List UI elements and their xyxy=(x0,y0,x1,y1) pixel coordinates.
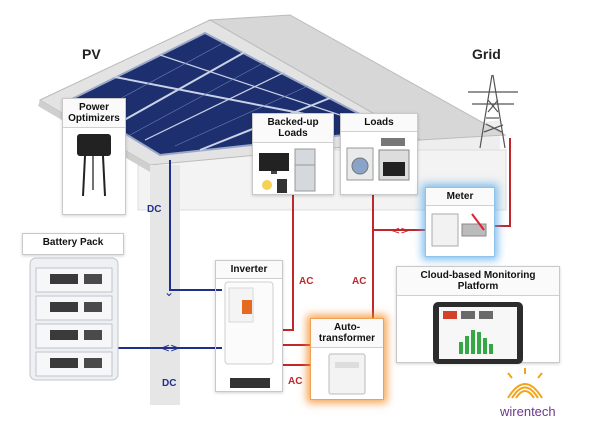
cloud-platform-title: Cloud-based Monitoring Platform xyxy=(397,267,559,296)
battery-pack-title: Battery Pack xyxy=(23,234,123,251)
backed-up-loads-icons xyxy=(259,148,316,193)
svg-text:^: ^ xyxy=(367,189,377,203)
loads-box: Loads xyxy=(340,113,418,195)
stove-icon xyxy=(378,149,410,181)
washer-icon xyxy=(346,147,374,181)
ac-backed-label: AC xyxy=(299,276,314,287)
dc-pv-label: DC xyxy=(147,204,162,215)
svg-text:^: ^ xyxy=(287,189,297,203)
autotransformer-title: Auto-transformer xyxy=(311,319,383,348)
meter-icon xyxy=(431,213,487,247)
svg-text:<>: <> xyxy=(391,224,409,237)
ac-loads-label: AC xyxy=(352,276,367,287)
bulb-icon xyxy=(262,180,272,190)
inverter-box: Inverter xyxy=(215,260,283,392)
tablet-icon xyxy=(433,302,523,364)
transmission-tower-icon xyxy=(468,74,518,149)
meter-box: Meter xyxy=(425,187,495,257)
ac-backed-line xyxy=(282,195,294,331)
inverter-title: Inverter xyxy=(216,261,282,279)
autotransformer-box: Auto-transformer xyxy=(310,318,384,400)
ac-auto-label: AC xyxy=(288,376,303,387)
grid-label: Grid xyxy=(472,46,501,62)
loads-icons xyxy=(346,138,410,181)
brand-name: wirentech xyxy=(500,404,556,419)
pv-label: PV xyxy=(82,46,101,62)
autotransformer-icon xyxy=(328,353,366,395)
battery-pack-box: Battery Pack xyxy=(22,233,124,255)
svg-text:<>: <> xyxy=(160,341,180,355)
dc-pv-line xyxy=(169,160,222,291)
ac-grid-line xyxy=(492,138,511,227)
power-optimizers-box: Power Optimizers xyxy=(62,98,126,215)
battery-rack-icon xyxy=(29,257,119,381)
meter-title: Meter xyxy=(426,188,494,206)
power-optimizer-icon xyxy=(77,134,111,197)
sun-logo-icon xyxy=(507,368,543,399)
dc-battery-label: DC xyxy=(162,378,177,389)
loads-title: Loads xyxy=(341,114,417,132)
cloud-platform-box: Cloud-based Monitoring Platform xyxy=(396,266,560,364)
tv-icon xyxy=(259,153,289,174)
fridge-icon xyxy=(294,148,316,192)
backed-up-loads-title: Backed-up Loads xyxy=(253,114,333,143)
svg-text:⌄: ⌄ xyxy=(164,285,174,299)
backed-up-loads-box: Backed-up Loads xyxy=(252,113,334,195)
power-optimizers-title: Power Optimizers xyxy=(63,99,125,128)
inverter-icon xyxy=(224,281,274,388)
